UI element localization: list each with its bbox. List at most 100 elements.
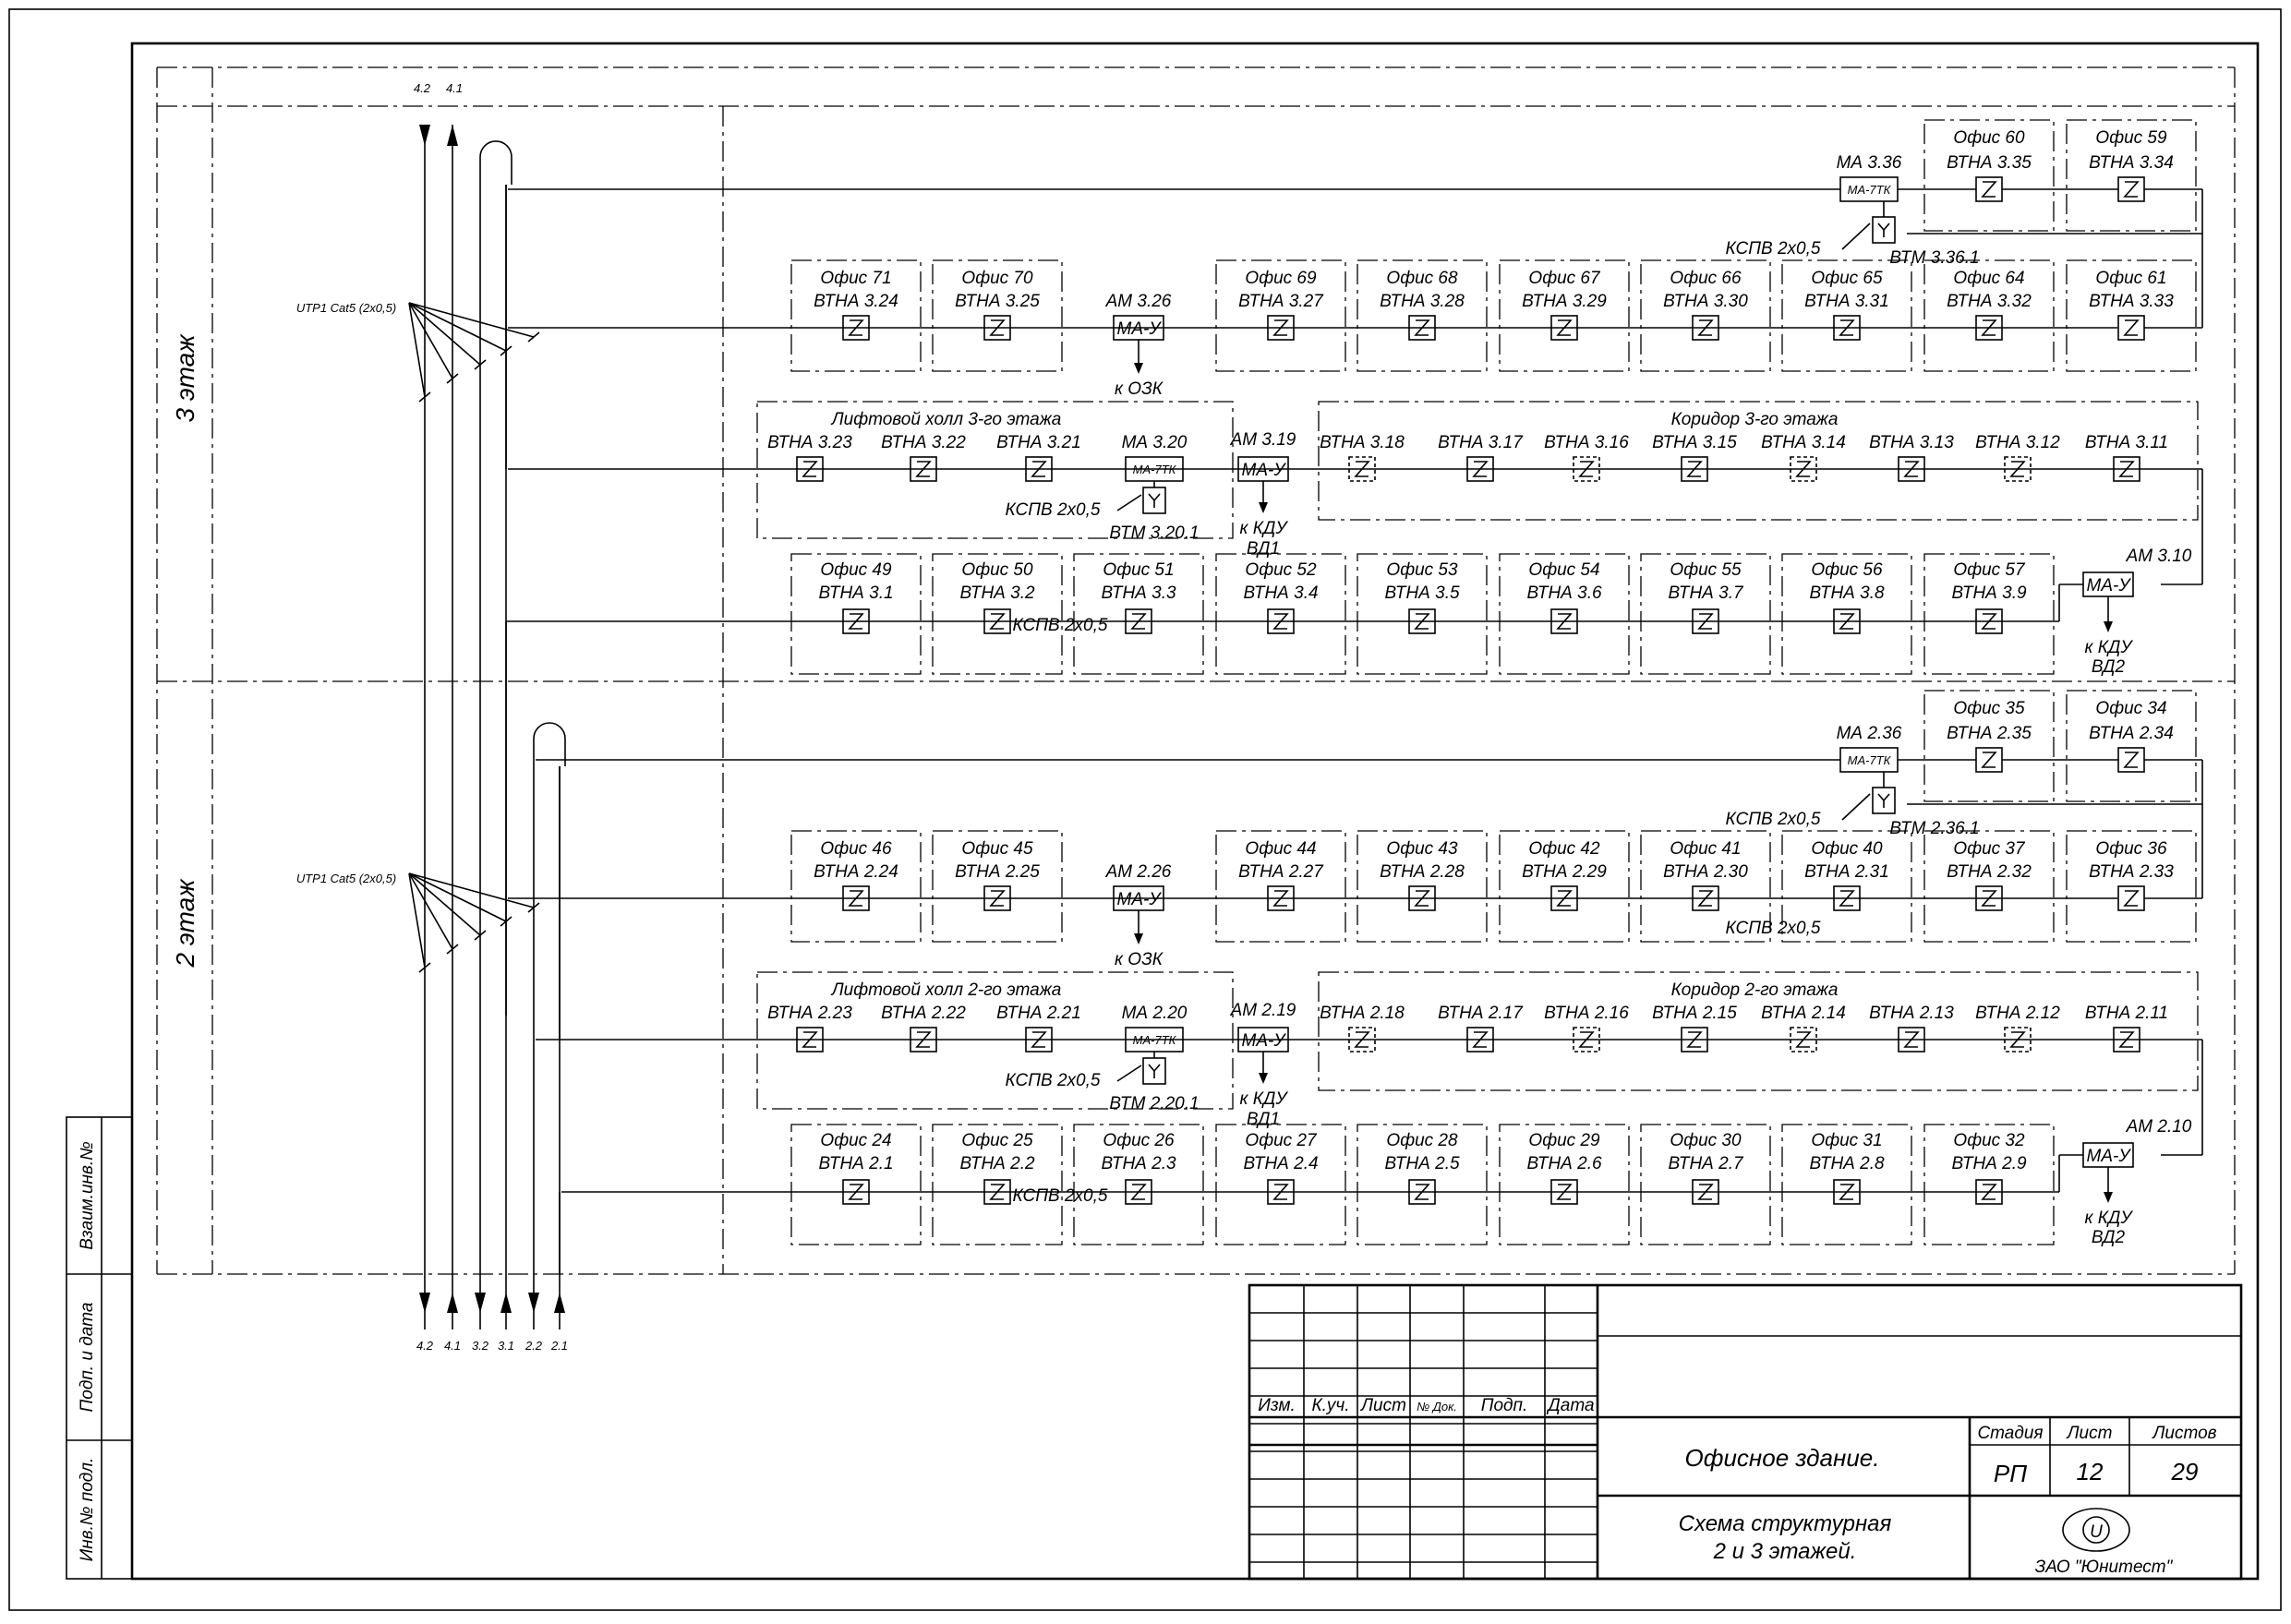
socket-label: ВТНА 2.14 (1761, 1004, 1846, 1023)
office-area (1499, 259, 1630, 372)
office-area (1357, 259, 1488, 372)
office-label: Офис 28 (1386, 1131, 1458, 1150)
sheet-title: 2 и 3 этажей. (1713, 1539, 1857, 1564)
office-area (1073, 553, 1204, 675)
title-block-col-header: Лист (1359, 1396, 1406, 1415)
office-area (790, 1124, 922, 1245)
title-block-col-header: Изм. (1258, 1396, 1296, 1415)
riser-bottom-label: 2.2 (525, 1339, 543, 1353)
socket-label: ВТНА 3.17 (1438, 433, 1524, 452)
office-label: Офис 69 (1245, 269, 1317, 288)
office-area (932, 830, 1063, 943)
office-label: Офис 71 (820, 269, 891, 288)
socket-label: ВТНА 2.5 (1384, 1154, 1460, 1173)
socket-label: ВТНА 2.27 (1238, 862, 1324, 882)
riser-arrow-down (528, 1293, 539, 1313)
office-label: Офис 64 (1953, 269, 2024, 288)
riser-bottom-label: 4.2 (416, 1339, 434, 1353)
socket-label: ВТНА 2.31 (1804, 862, 1889, 882)
socket-label: ВТНА 3.23 (767, 433, 852, 452)
socket-label: ВТНА 2.33 (2089, 862, 2174, 882)
kspv-label: КСПВ 2х0,5 (1006, 1071, 1101, 1090)
office-label: Офис 27 (1245, 1131, 1318, 1150)
office-label: Офис 60 (1953, 128, 2025, 148)
office-label: Офис 50 (961, 560, 1033, 580)
company-name: ЗАО "Юнитест" (2035, 1558, 2174, 1577)
utp-fan-line (408, 302, 535, 338)
socket-label: ВТНА 3.30 (1663, 292, 1748, 311)
riser-arrow-down (419, 1293, 430, 1313)
kspv-label: КСПВ 2х0,5 (1726, 239, 1821, 259)
socket-label: ВТНА 2.16 (1544, 1004, 1629, 1023)
office-label: Офис 52 (1245, 560, 1317, 580)
office-area (1357, 553, 1488, 675)
am-hall-box-label: МА-У (1242, 461, 1287, 480)
side-stamp-label-1: Подп. и дата (78, 1303, 97, 1413)
company-logo (2062, 1508, 2130, 1552)
socket-symbol (2123, 181, 2140, 198)
office-area (1215, 1124, 1346, 1245)
office-area (1640, 830, 1771, 943)
utp-fan-line (408, 302, 507, 352)
socket-label: ВТНА 2.3 (1101, 1154, 1176, 1173)
office-area (1923, 690, 2055, 802)
socket-icon (2117, 315, 2145, 341)
socket-label: ВТНА 3.34 (2089, 153, 2174, 173)
office-label: Офис 26 (1103, 1131, 1175, 1150)
socket-label: ВТНА 3.31 (1804, 292, 1889, 311)
riser-bottom-label: 4.1 (444, 1339, 461, 1353)
sheet-header: Лист (2066, 1424, 2113, 1443)
btm-label: ВТМ 3.20.1 (1109, 523, 1199, 543)
office-label: Офис 25 (961, 1131, 1033, 1150)
am-hall-label: АМ 3.19 (1230, 430, 1296, 450)
utp-fan-tick (474, 359, 487, 370)
utp-fan-tick (474, 930, 487, 941)
office-area (1923, 553, 2055, 675)
office-label: Офис 70 (961, 269, 1033, 288)
socket-label: ВТНА 2.34 (2089, 724, 2174, 743)
socket-symbol (1981, 752, 1997, 768)
leader-line (1841, 793, 1871, 821)
title-block-col-header: К.уч. (1311, 1396, 1349, 1415)
am-label: АМ 2.26 (1105, 862, 1172, 882)
office-label: Офис 49 (820, 560, 892, 580)
corridor-area (1318, 971, 2199, 1091)
socket-label: ВТНА 3.14 (1761, 433, 1846, 452)
socket-label: ВТНА 3.29 (1522, 292, 1607, 311)
am-arrow-head (2104, 1192, 2113, 1203)
socket-icon (2117, 176, 2145, 202)
office-label: Офис 68 (1386, 269, 1458, 288)
am-arrow-head (1259, 1073, 1268, 1084)
side-stamp-label-0: Взаим.инв.№ (78, 1141, 97, 1250)
am-hall-box-label: МА-У (1242, 1031, 1287, 1051)
socket-symbol (2123, 890, 2140, 907)
socket-label: ВТНА 2.30 (1663, 862, 1748, 882)
am-label: АМ 3.10 (2126, 547, 2192, 566)
office-area (932, 1124, 1063, 1245)
utp-fan-tick (418, 391, 431, 403)
office-label: Офис 24 (820, 1131, 891, 1150)
socket-label: ВТНА 2.21 (996, 1004, 1081, 1023)
ma-hall-label: МА 2.20 (1122, 1004, 1188, 1023)
sheet-title: Схема структурная (1679, 1511, 1892, 1536)
sheets-header: Листов (2151, 1424, 2216, 1443)
office-label: Офис 55 (1670, 560, 1742, 580)
socket-label: ВТНА 3.28 (1380, 292, 1465, 311)
socket-label: ВТНА 3.7 (1668, 583, 1744, 603)
am-dest-label: к КДУ (1240, 519, 1289, 538)
socket-icon (2117, 885, 2145, 911)
socket-icon (2117, 747, 2145, 773)
kspv-label: КСПВ 2х0,5 (1013, 616, 1108, 635)
socket-label: ВТНА 2.28 (1380, 862, 1465, 882)
corridor-title: Коридор 3-го этажа (1671, 410, 1839, 429)
office-area (1781, 553, 1912, 675)
office-label: Офис 43 (1386, 839, 1458, 859)
antenna-icon (1142, 487, 1166, 514)
utp-fan-line (408, 872, 453, 950)
utp-fan-line (408, 872, 535, 908)
socket-label: ВТНА 3.16 (1544, 433, 1629, 452)
am-arrow-head (1259, 502, 1268, 513)
office-label: Офис 66 (1670, 269, 1742, 288)
utp-fan-tick (527, 331, 540, 343)
